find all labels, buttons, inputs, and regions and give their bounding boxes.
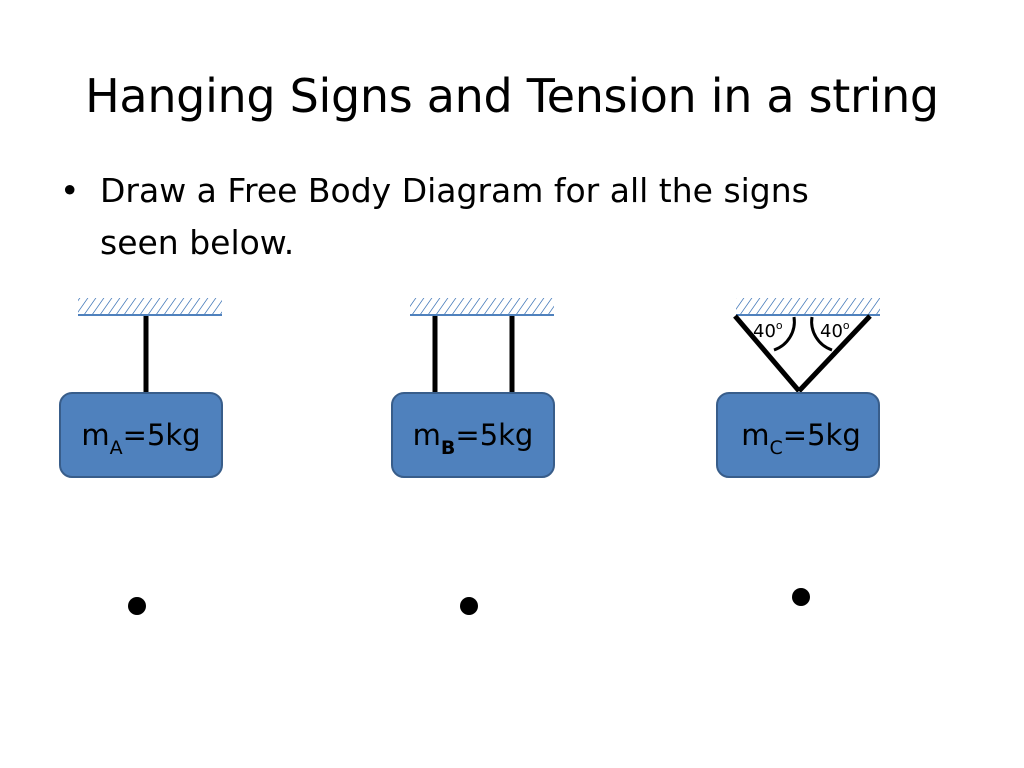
angle-label-right: 40o (820, 319, 850, 342)
bullet-symbol: • (60, 171, 80, 210)
mass-subscript-c: C (770, 437, 783, 459)
angle-value-left: 40 (753, 321, 776, 342)
ceiling-hatch-a (78, 298, 222, 315)
mass-value-c: =5kg (783, 418, 861, 452)
sign-label-b: mB=5kg (413, 418, 534, 459)
mass-letter-a: m (81, 418, 109, 452)
point-dot-b (460, 597, 478, 615)
bullet-line-1: Draw a Free Body Diagram for all the sig… (100, 171, 809, 210)
angle-unit-right: o (843, 319, 850, 332)
ceiling-hatch-b (410, 298, 554, 315)
mass-subscript-b: B (441, 437, 455, 459)
mass-value-b: =5kg (455, 418, 533, 452)
point-dot-a (128, 597, 146, 615)
mass-letter-c: m (741, 418, 769, 452)
ceiling-hatch-c (736, 298, 880, 315)
angle-arc-left (773, 316, 796, 352)
bullet-text: Draw a Free Body Diagram for all the sig… (100, 165, 960, 269)
bullet-line-2: seen below. (100, 223, 295, 262)
sign-label-a: mA=5kg (81, 418, 200, 459)
point-dot-c (792, 588, 810, 606)
sign-label-c: mC=5kg (741, 418, 860, 459)
sign-b-diagram: mB=5kg (391, 298, 555, 615)
sign-box-a (59, 392, 223, 478)
mass-subscript-a: A (110, 437, 123, 459)
sign-box-b (391, 392, 555, 478)
angle-unit-left: o (776, 319, 783, 332)
sign-c-diagram: 40o 40o mC=5kg (716, 298, 880, 606)
angle-arc-right (810, 316, 833, 352)
angle-label-left: 40o (753, 319, 783, 342)
sign-a-diagram: mA=5kg (59, 298, 223, 615)
sign-box-c (716, 392, 880, 478)
angle-value-right: 40 (820, 321, 843, 342)
string-c-right (797, 314, 872, 393)
mass-value-a: =5kg (123, 418, 201, 452)
slide-title: Hanging Signs and Tension in a string (85, 69, 939, 123)
string-c-left (733, 314, 801, 393)
mass-letter-b: m (413, 418, 441, 452)
